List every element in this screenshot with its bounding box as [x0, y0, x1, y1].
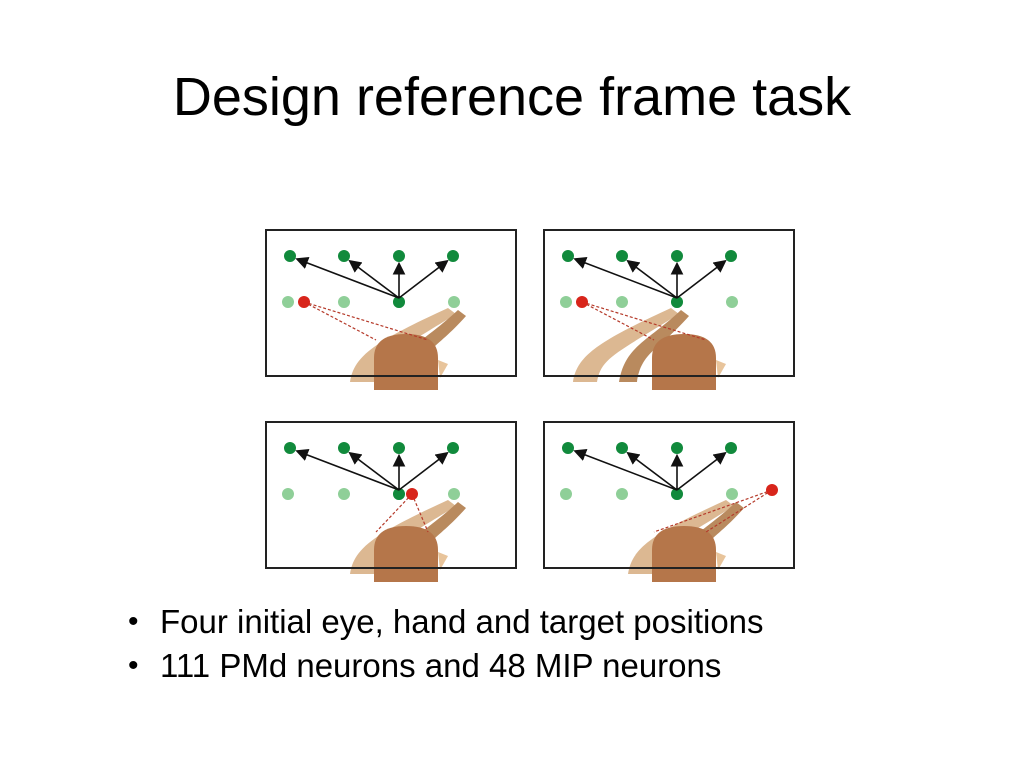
bullet-item: • Four initial eye, hand and target posi…	[122, 600, 764, 644]
eye-fixation-dot	[766, 484, 778, 496]
target-dot	[284, 442, 296, 454]
target-dot	[393, 250, 405, 262]
target-dot	[562, 250, 574, 262]
arm-shape	[619, 310, 689, 382]
target-dot	[616, 442, 628, 454]
head-shape	[374, 526, 438, 582]
initial-position-dot	[338, 296, 350, 308]
initial-position-dot	[448, 296, 460, 308]
initial-position-dot	[726, 488, 738, 500]
task-diagram-figure	[265, 229, 795, 582]
initial-position-dot	[282, 296, 294, 308]
target-dot	[338, 250, 350, 262]
arm-shape	[573, 308, 679, 382]
initial-position-dot	[560, 488, 572, 500]
target-dot	[671, 250, 683, 262]
eye-fixation-dot	[298, 296, 310, 308]
bullet-text: 111 PMd neurons and 48 MIP neurons	[160, 647, 722, 684]
initial-position-dot	[282, 488, 294, 500]
reach-arrow	[398, 451, 449, 491]
start-dot	[393, 488, 405, 500]
reach-arrow	[348, 259, 400, 299]
target-dot	[562, 442, 574, 454]
eye-fixation-dot	[576, 296, 588, 308]
head-shape	[652, 334, 716, 390]
initial-position-dot	[616, 488, 628, 500]
reach-arrow	[573, 256, 678, 299]
target-dot	[616, 250, 628, 262]
gaze-line	[303, 301, 377, 341]
bullet-list: • Four initial eye, hand and target posi…	[122, 600, 764, 688]
start-dot	[393, 296, 405, 308]
initial-position-dot	[338, 488, 350, 500]
panel-frame-border	[543, 229, 795, 377]
reach-arrow	[626, 451, 678, 491]
slide-title: Design reference frame task	[172, 67, 852, 127]
panel-frame-border	[265, 421, 517, 569]
panel-frame-border	[265, 229, 517, 377]
start-dot	[671, 296, 683, 308]
target-dot	[447, 250, 459, 262]
reach-arrow	[573, 448, 678, 491]
gaze-line	[581, 301, 707, 341]
gaze-line	[375, 493, 413, 533]
ear-shape	[438, 552, 448, 570]
gaze-line	[581, 301, 655, 341]
ear-shape	[716, 552, 726, 570]
bullet-item: • 111 PMd neurons and 48 MIP neurons	[122, 644, 764, 688]
eye-fixation-dot	[406, 488, 418, 500]
bullet-marker: •	[128, 649, 139, 682]
panel-frame-border	[543, 421, 795, 569]
reach-arrow	[295, 448, 400, 491]
start-dot	[671, 488, 683, 500]
gaze-line	[411, 493, 429, 533]
task-panel-top-left	[265, 229, 517, 390]
bullet-marker: •	[128, 605, 139, 638]
target-dot	[338, 442, 350, 454]
target-dot	[284, 250, 296, 262]
reach-arrow	[676, 259, 727, 299]
task-panel-bottom-left	[265, 421, 517, 582]
reach-arrow	[626, 259, 678, 299]
target-dot	[447, 442, 459, 454]
initial-position-dot	[448, 488, 460, 500]
initial-position-dot	[560, 296, 572, 308]
head-shape	[374, 334, 438, 390]
initial-position-dot	[616, 296, 628, 308]
reach-arrow	[398, 259, 449, 299]
reach-arrow	[348, 451, 400, 491]
task-panel-top-right	[543, 229, 795, 390]
initial-position-dot	[726, 296, 738, 308]
task-panel-bottom-right	[543, 421, 795, 582]
target-dot	[393, 442, 405, 454]
reach-arrow	[295, 256, 400, 299]
gaze-line	[705, 489, 773, 533]
reach-arrow	[676, 451, 727, 491]
target-dot	[671, 442, 683, 454]
ear-shape	[438, 360, 448, 378]
target-dot	[725, 442, 737, 454]
head-shape	[652, 526, 716, 582]
target-dot	[725, 250, 737, 262]
gaze-line	[303, 301, 429, 341]
gaze-line	[653, 489, 773, 533]
ear-shape	[716, 360, 726, 378]
bullet-text: Four initial eye, hand and target positi…	[160, 603, 764, 640]
